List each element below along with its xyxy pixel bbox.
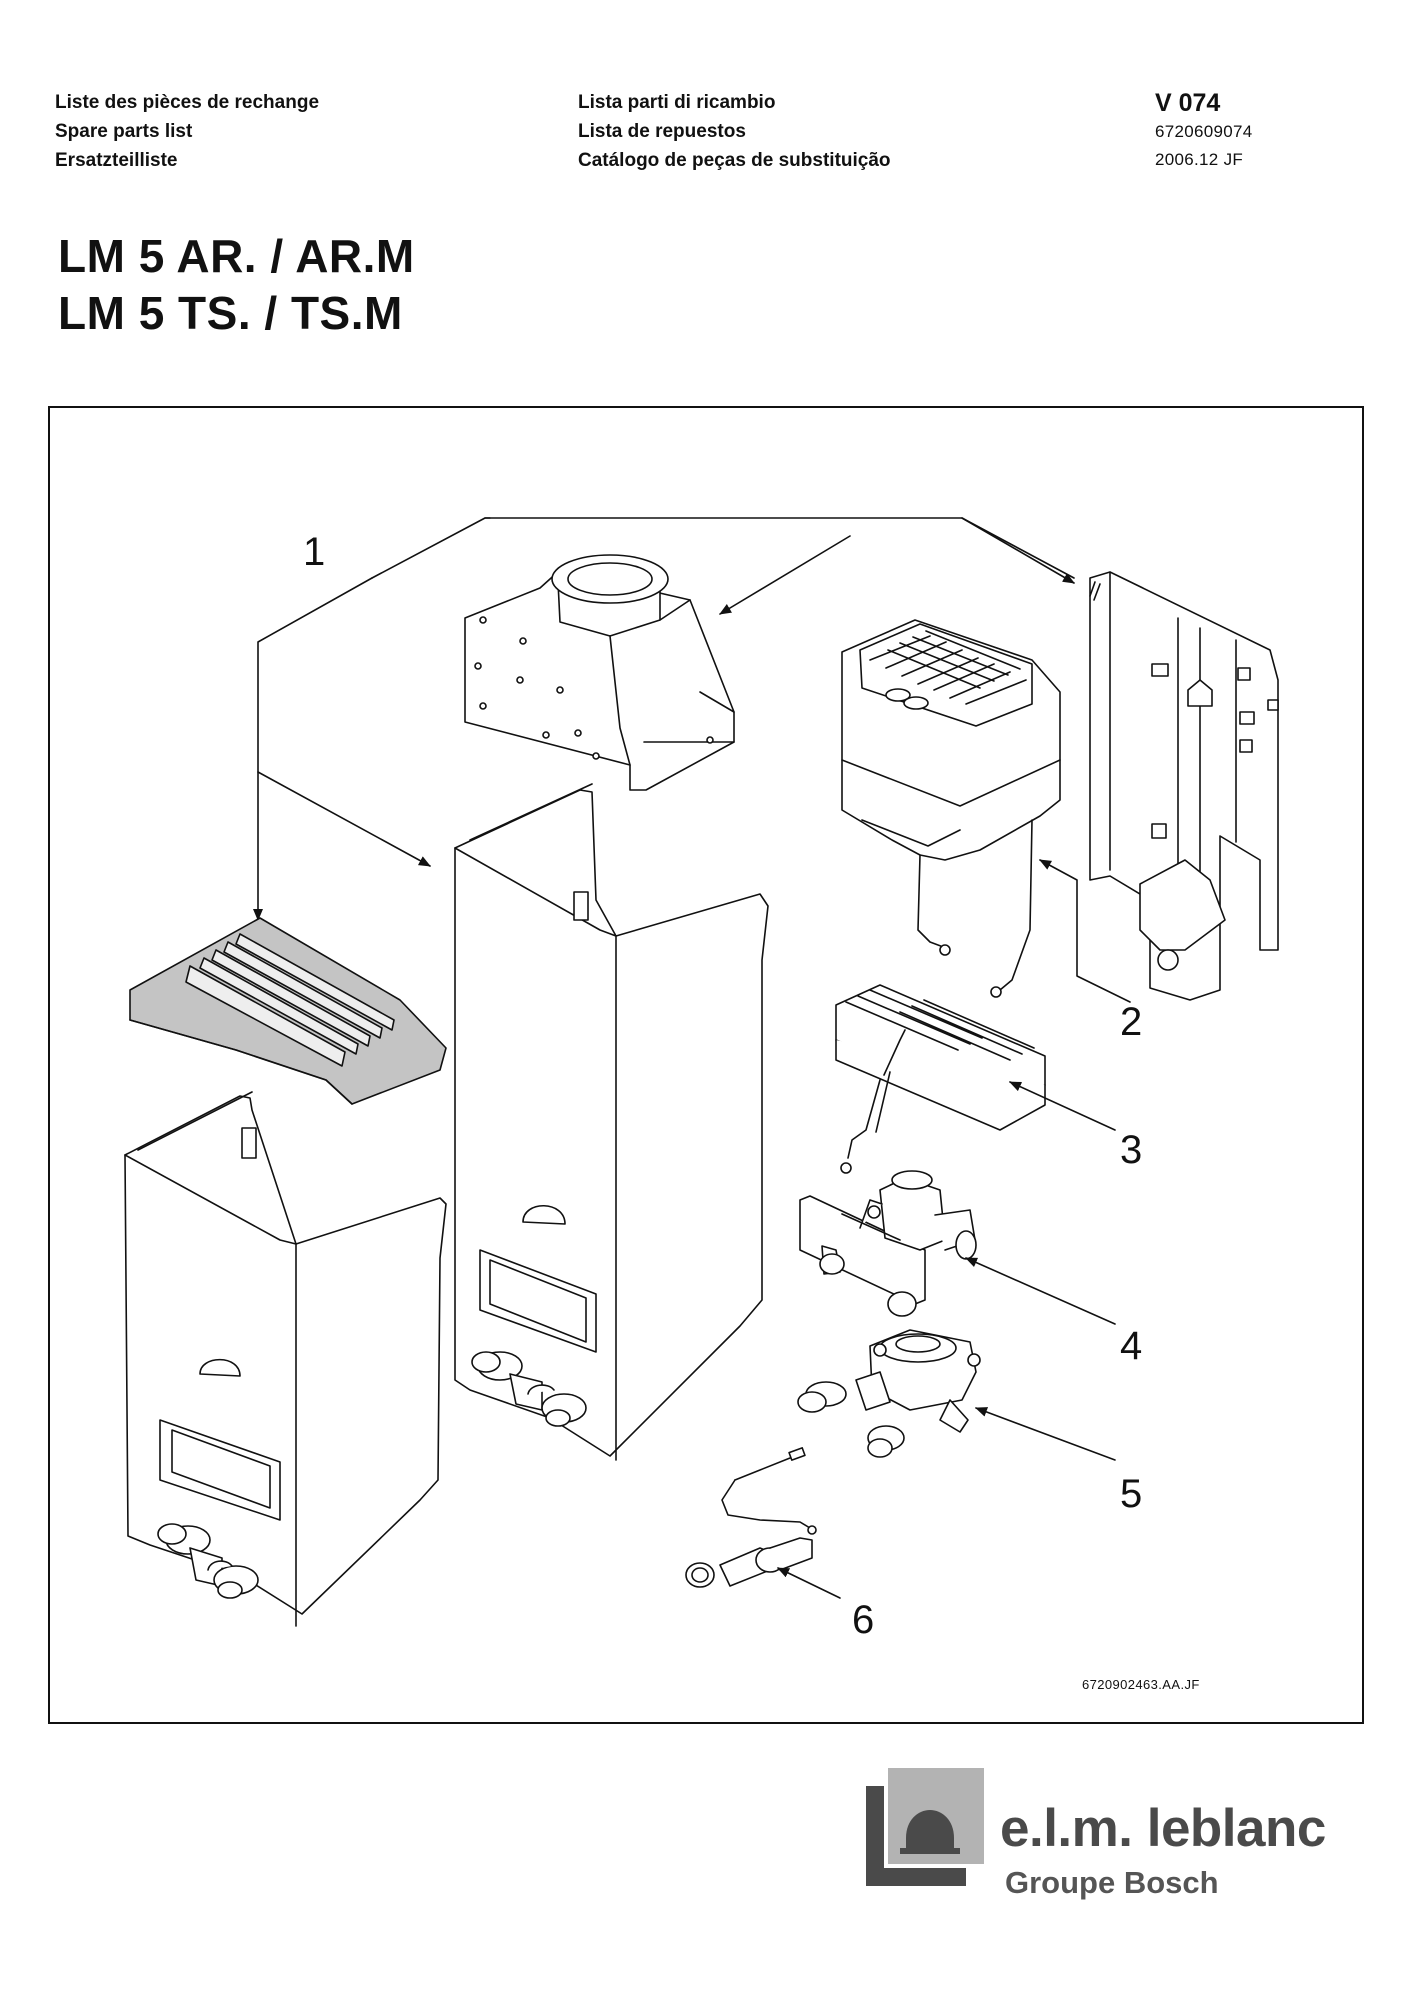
drawing-reference: 6720902463.AA.JF [1082,1677,1200,1692]
burner-part [835,984,1046,1174]
exploded-view-frame [48,406,1364,1724]
callout-3: 3 [1120,1128,1143,1172]
header-languages-middle: Lista parti di ricambio Lista de repuest… [578,88,891,175]
back-panel-part [1089,571,1279,1001]
water-valve-part [797,1329,981,1458]
model-title-ar: LM 5 AR. / AR.M [58,230,415,282]
header-title-en: Spare parts list [55,121,193,142]
brand-logo-icon [866,1768,984,1886]
header-title-it: Lista parti di ricambio [578,92,776,113]
callout-2: 2 [1120,1000,1143,1044]
callout-leaders [777,859,1131,1599]
large-casing-part [454,783,769,1461]
top-cover-part [129,917,447,1105]
document-info: V 074 6720609074 2006.12 JF [1155,88,1253,174]
callout-1: 1 [303,530,326,574]
header-languages-left: Liste des pièces de rechange Spare parts… [55,88,319,175]
header-title-fr: Liste des pièces de rechange [55,92,320,113]
callout-1-leaders [253,517,1075,921]
gas-valve-part [799,1170,977,1317]
callout-6: 6 [852,1598,875,1642]
document-code: V 074 [1155,89,1221,117]
fan-hood-part [464,554,735,791]
callout-5: 5 [1120,1472,1143,1516]
large-casing-knobs [471,1351,587,1427]
header-title-es: Lista de repuestos [578,121,746,142]
document-number: 6720609074 [1155,122,1253,141]
document-date: 2006.12 JF [1155,150,1244,169]
small-casing-part [124,1091,447,1627]
small-casing-knobs [157,1523,259,1599]
header-title-de: Ersatzteilliste [55,150,178,171]
brand-name: e.l.m. leblanc [1000,1799,1326,1858]
brand-group: Groupe Bosch [1005,1865,1219,1900]
callout-4: 4 [1120,1324,1143,1368]
heat-exchanger-part [841,619,1061,998]
header-title-pt: Catálogo de peças de substituição [578,150,891,171]
model-title-ts: LM 5 TS. / TS.M [58,287,403,339]
ignition-part [685,1447,817,1588]
